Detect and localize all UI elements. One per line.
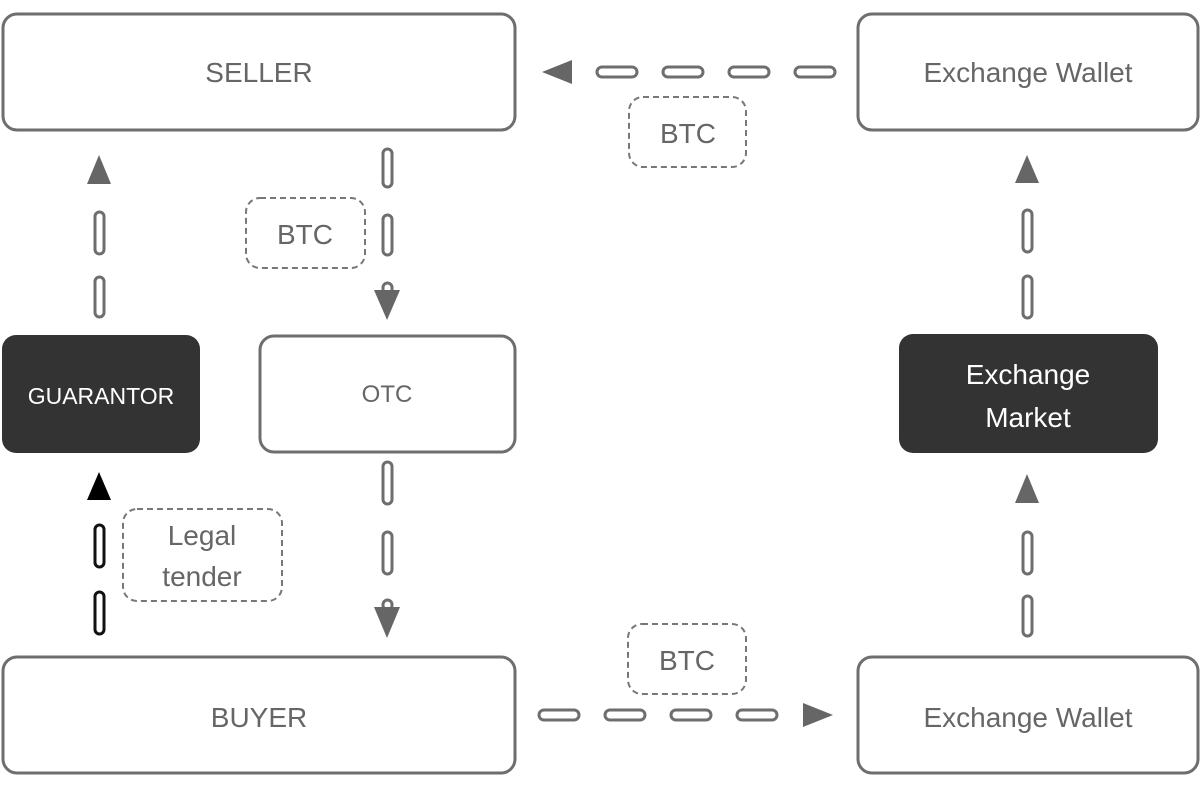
guarantor-node: GUARANTOR [2, 335, 200, 453]
arrowhead-down-otc [374, 290, 400, 320]
arrowhead-up-market [1015, 474, 1039, 503]
btc-label-left-text: BTC [277, 219, 333, 250]
exchange-market-node: Exchange Market [899, 334, 1158, 453]
legal-tender-line1: Legal [168, 520, 237, 551]
otc-label: OTC [362, 381, 413, 408]
connector-seller-to-otc [381, 147, 394, 299]
exchange-wallet-bottom-label: Exchange Wallet [923, 702, 1132, 733]
legal-tender-line2: tender [162, 561, 241, 592]
exchange-wallet-top-label: Exchange Wallet [923, 57, 1132, 88]
btc-label-top-text: BTC [660, 118, 716, 149]
legal-tender-label: Legal tender [122, 508, 283, 602]
seller-label: SELLER [205, 57, 312, 88]
btc-label-bottom: BTC [627, 623, 747, 695]
connector-wallet-to-seller [595, 65, 837, 79]
arrowhead-down-buyer [374, 607, 400, 638]
btc-label-bottom-text: BTC [659, 645, 715, 676]
btc-label-left: BTC [245, 197, 366, 269]
arrowhead-left [542, 60, 572, 84]
connector-buyer-to-guarantor [93, 523, 106, 636]
arrowhead-up-seller [87, 155, 111, 184]
connector-buyer-to-wallet [537, 708, 779, 722]
seller-node: SELLER [1, 12, 517, 132]
buyer-node: BUYER [1, 655, 517, 775]
guarantor-label: GUARANTOR [28, 383, 175, 409]
connector-otc-to-buyer [381, 460, 394, 612]
exchange-wallet-top-node: Exchange Wallet [856, 12, 1200, 132]
buyer-label: BUYER [211, 702, 307, 733]
arrowhead-up-guarantor [87, 472, 111, 500]
arrowhead-right [803, 703, 833, 727]
exchange-market-label-line1: Exchange [966, 359, 1091, 390]
otc-node: OTC [258, 334, 517, 454]
arrowhead-up-wallet [1015, 155, 1039, 183]
exchange-market-label-line2: Market [985, 402, 1071, 433]
connector-wallet-to-market [1021, 530, 1034, 638]
connector-guarantor-to-seller [93, 210, 106, 319]
connector-market-to-wallet [1021, 208, 1034, 320]
btc-label-top: BTC [628, 96, 747, 168]
exchange-wallet-bottom-node: Exchange Wallet [856, 655, 1200, 775]
